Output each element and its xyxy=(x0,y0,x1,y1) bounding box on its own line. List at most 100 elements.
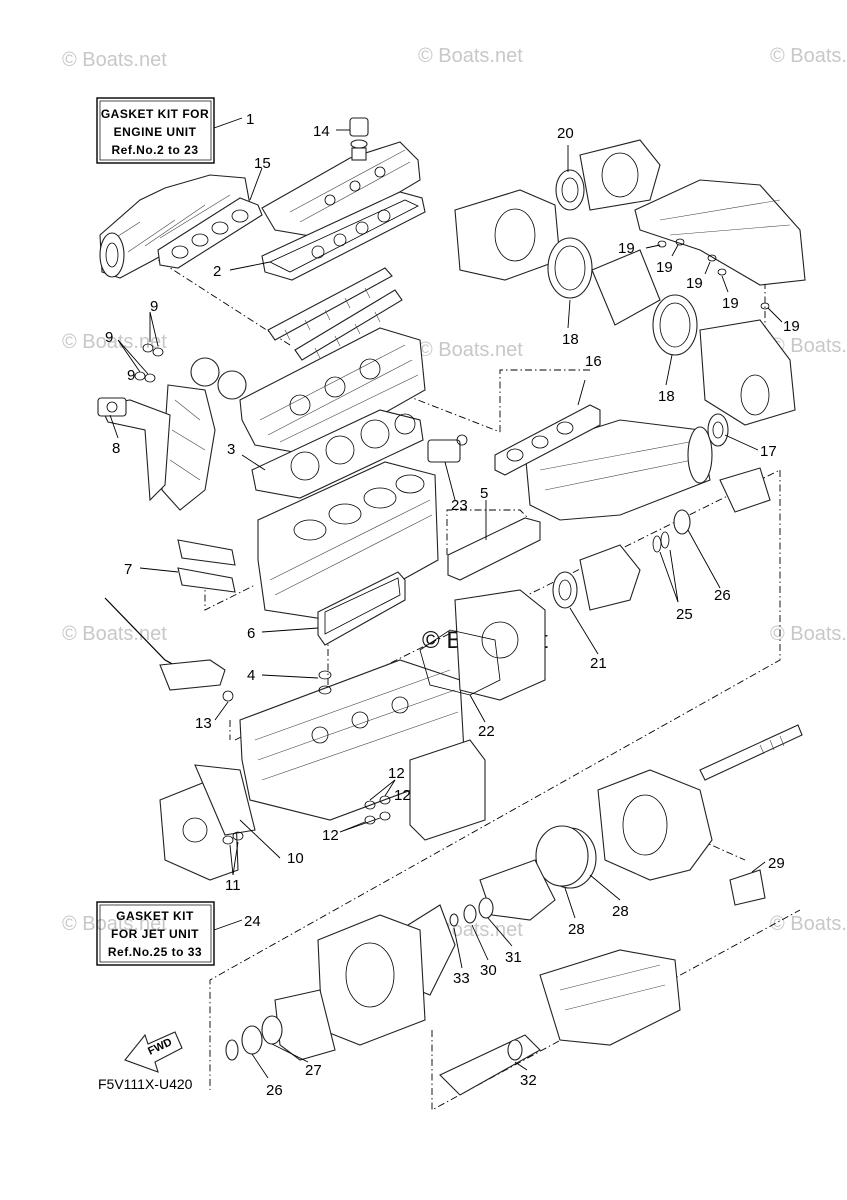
orings-9 xyxy=(134,343,164,383)
callout-25: 25 xyxy=(676,606,693,623)
pump-housing xyxy=(454,589,546,701)
crankcase xyxy=(239,659,466,821)
callout-33: 33 xyxy=(453,970,470,987)
tensioner-8 xyxy=(97,397,127,417)
seals-28 xyxy=(535,825,597,889)
exhaust-chamber-top xyxy=(454,189,561,281)
jet-kit-box: GASKET KIT FOR JET UNIT Ref.No.25 to 33 xyxy=(96,901,243,966)
callout-28: 28 xyxy=(612,903,629,920)
callout-21: 21 xyxy=(590,655,607,672)
muffler-top xyxy=(579,139,661,211)
callout-19: 19 xyxy=(656,259,673,276)
seal-21 xyxy=(552,571,578,609)
engine-kit-line1: GASKET KIT FOR xyxy=(101,107,209,121)
pipe-section xyxy=(591,249,661,326)
callout-3: 3 xyxy=(227,441,235,458)
oil-filler-cap-14 xyxy=(349,117,369,161)
callout-19: 19 xyxy=(783,318,800,335)
callout-20: 20 xyxy=(557,125,574,142)
callout-24: 24 xyxy=(244,913,261,930)
callout-9: 9 xyxy=(150,298,158,315)
engine-kit-line3: Ref.No.2 to 23 xyxy=(111,143,198,157)
callout-26: 26 xyxy=(266,1082,283,1099)
diagram-code: F5V111X-U420 xyxy=(98,1076,193,1092)
intake-duct xyxy=(317,914,426,1046)
callout-17: 17 xyxy=(760,443,777,460)
callout-18: 18 xyxy=(562,331,579,348)
callout-6: 6 xyxy=(247,625,255,642)
callout-28: 28 xyxy=(568,921,585,938)
jet-kit-line1: GASKET KIT xyxy=(116,909,194,923)
engine-kit-box: GASKET KIT FOR ENGINE UNIT Ref.No.2 to 2… xyxy=(96,97,243,164)
callout-9: 9 xyxy=(105,329,113,346)
watermark: © Boats.net xyxy=(62,623,167,645)
bracket-29 xyxy=(729,869,766,906)
coupling xyxy=(579,467,771,611)
water-box xyxy=(699,319,796,426)
callout-10: 10 xyxy=(287,850,304,867)
gasket-18b xyxy=(652,294,698,356)
timing-chain xyxy=(99,357,247,511)
gasket-18a xyxy=(547,237,593,299)
callout-8: 8 xyxy=(112,440,120,457)
jet-housing xyxy=(597,769,713,881)
gasket-20 xyxy=(555,169,585,211)
callout-19: 19 xyxy=(686,275,703,292)
cover-5 xyxy=(447,517,541,581)
nozzle xyxy=(539,949,681,1046)
jet-kit-line2: FOR JET UNIT xyxy=(111,927,199,941)
orings-11 xyxy=(222,831,244,845)
oil-pipe xyxy=(104,597,234,702)
bearings-30-31-33 xyxy=(449,897,494,927)
callout-31: 31 xyxy=(505,949,522,966)
seal-17 xyxy=(707,413,729,447)
callout-29: 29 xyxy=(768,855,785,872)
callout-16: 16 xyxy=(585,353,602,370)
callout-12: 12 xyxy=(394,787,411,804)
watermark: © Boats.net xyxy=(418,339,523,361)
gasket-22 xyxy=(419,629,501,696)
orings-19 xyxy=(657,238,770,310)
watermark: © Boats.net xyxy=(770,335,847,357)
leader-lines xyxy=(109,129,783,1079)
fwd-arrow: FWD xyxy=(124,1031,183,1073)
pump-gasket-10 xyxy=(194,764,256,836)
callout-15: 15 xyxy=(254,155,271,172)
watermark: © Boats.net xyxy=(62,913,167,935)
oring-4 xyxy=(318,670,332,695)
callout-9: 9 xyxy=(127,367,135,384)
watermarks: © Boats.net © Boats.net © Boats.net © Bo… xyxy=(62,45,847,941)
side-cover-gasket-6 xyxy=(317,571,406,646)
callout-2: 2 xyxy=(213,263,221,280)
callout-26: 26 xyxy=(714,587,731,604)
exhaust-manifold xyxy=(99,174,251,279)
nozzle-shaft xyxy=(439,1034,541,1096)
callout-32: 32 xyxy=(520,1072,537,1089)
watermark: © Boats.net xyxy=(770,913,847,935)
watermark: © Boats.net xyxy=(770,45,847,67)
watermark: © Boats.net xyxy=(62,331,167,353)
callout-18: 18 xyxy=(658,388,675,405)
callouts: 1 2 3 4 5 6 7 8 9 9 9 10 11 12 12 12 13 … xyxy=(105,111,800,1099)
callout-5: 5 xyxy=(480,485,488,502)
callout-7: 7 xyxy=(124,561,132,578)
callout-23: 23 xyxy=(451,497,468,514)
callout-14: 14 xyxy=(313,123,330,140)
callout-12: 12 xyxy=(388,765,405,782)
exhaust-shroud xyxy=(634,179,806,286)
callout-12: 12 xyxy=(322,827,339,844)
exhaust-body xyxy=(524,419,713,521)
head-cover-gasket-2 xyxy=(261,191,426,281)
callout-19: 19 xyxy=(722,295,739,312)
callout-4: 4 xyxy=(247,667,255,684)
callout-19: 19 xyxy=(618,240,635,257)
pump-12 xyxy=(364,739,486,841)
seals-26-27 xyxy=(225,1015,283,1061)
plate-7 xyxy=(177,539,236,593)
callout-27: 27 xyxy=(305,1062,322,1079)
jet-kit-line3: Ref.No.25 to 33 xyxy=(108,945,202,959)
watermark: © Boats.net xyxy=(770,623,847,645)
head-gasket-3 xyxy=(251,409,424,499)
engine-kit-line2: ENGINE UNIT xyxy=(114,125,197,139)
callout-22: 22 xyxy=(478,723,495,740)
